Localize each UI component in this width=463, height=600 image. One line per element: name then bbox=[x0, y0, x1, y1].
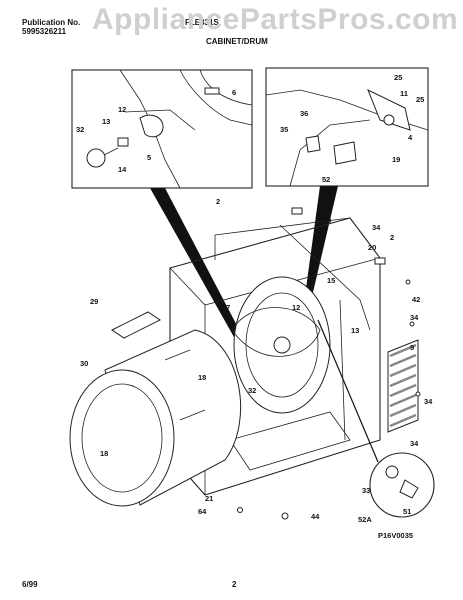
callout-30: 30 bbox=[80, 359, 88, 368]
drum-rear-bulkhead bbox=[233, 276, 331, 414]
callout-42: 42 bbox=[412, 295, 420, 304]
callout-34: 34 bbox=[410, 439, 419, 448]
callout-12: 12 bbox=[292, 303, 300, 312]
callout-2: 2 bbox=[216, 197, 220, 206]
callout-25: 25 bbox=[416, 95, 424, 104]
callout-34: 34 bbox=[372, 223, 381, 232]
callout-51: 51 bbox=[403, 507, 411, 516]
callout-20: 20 bbox=[368, 243, 376, 252]
drum bbox=[69, 329, 242, 507]
footer-page-number: 2 bbox=[232, 580, 237, 589]
pointer-wedge-left bbox=[150, 188, 255, 362]
callout-20: 20 bbox=[323, 216, 331, 225]
callout-34: 34 bbox=[424, 397, 433, 406]
callout-64: 64 bbox=[198, 507, 207, 516]
toe-panel bbox=[111, 311, 161, 339]
callout-14: 14 bbox=[118, 165, 127, 174]
publication-label: Publication No. bbox=[22, 18, 81, 27]
callout-32: 32 bbox=[76, 125, 84, 134]
callout-4: 4 bbox=[408, 133, 413, 142]
callout-15: 15 bbox=[327, 276, 335, 285]
callout-13: 13 bbox=[351, 326, 359, 335]
callout-52: 52 bbox=[322, 175, 330, 184]
callout-36: 36 bbox=[300, 109, 308, 118]
callout-44: 44 bbox=[311, 512, 320, 521]
callout-17: 17 bbox=[222, 303, 230, 312]
callout-52a: 52A bbox=[358, 515, 372, 524]
publication-number: 5995326211 bbox=[22, 27, 67, 36]
callout-2: 2 bbox=[390, 233, 394, 242]
callout-25: 25 bbox=[394, 73, 402, 82]
pointer-wedge-right bbox=[304, 186, 338, 305]
callout-29: 29 bbox=[90, 297, 98, 306]
callout-35: 35 bbox=[280, 125, 288, 134]
side-panel bbox=[387, 339, 419, 433]
inset-circle-bottom bbox=[369, 452, 435, 518]
callout-18: 18 bbox=[100, 449, 108, 458]
callout-11: 11 bbox=[400, 89, 408, 98]
drum-belt bbox=[231, 307, 321, 357]
watermark: AppliancePartsPros.com bbox=[92, 3, 459, 36]
callout-32: 32 bbox=[248, 386, 256, 395]
callout-13: 13 bbox=[102, 117, 110, 126]
callout-18: 18 bbox=[198, 373, 206, 382]
section-title: CABINET/DRUM bbox=[206, 37, 268, 46]
model-number: FLE331S bbox=[185, 18, 219, 27]
callout-34: 34 bbox=[410, 313, 419, 322]
callout-6: 6 bbox=[232, 88, 236, 97]
callout-21: 21 bbox=[205, 494, 213, 503]
callout-33: 33 bbox=[362, 486, 370, 495]
diagram-code: P16V0035 bbox=[378, 531, 413, 540]
callout-5: 5 bbox=[147, 153, 151, 162]
inset-box-left bbox=[71, 69, 253, 189]
pointer-line-bottom bbox=[317, 319, 379, 463]
inset-box-right bbox=[265, 67, 429, 187]
callout-9: 9 bbox=[410, 343, 414, 352]
callout-12: 12 bbox=[118, 105, 126, 114]
footer-date: 6/99 bbox=[22, 580, 38, 589]
callout-19: 19 bbox=[392, 155, 400, 164]
